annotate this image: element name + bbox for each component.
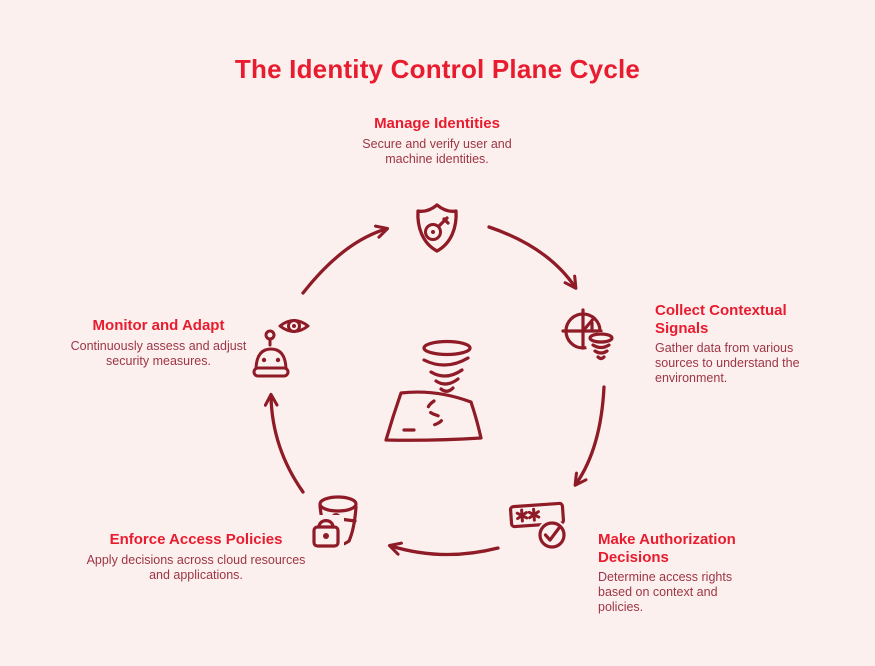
- arrow-manage-to-collect: [487, 225, 575, 287]
- password-check-icon: [505, 494, 575, 556]
- stage-description: Secure and verify user and machine ident…: [362, 136, 512, 166]
- shield-key-icon: [412, 202, 462, 254]
- stage-description: Determine access rights based on context…: [598, 570, 733, 615]
- stage-title: Enforce Access Policies: [109, 531, 283, 548]
- stage-manage-identities: Manage Identities Secure and verify user…: [337, 115, 537, 167]
- arrow-collect-to-decide: [576, 385, 606, 484]
- arrow-monitor-to-manage: [301, 229, 386, 295]
- stage-title: Monitor and Adapt: [92, 317, 225, 334]
- stage-description: Continuously assess and adjust security …: [70, 338, 247, 368]
- stage-collect-contextual-signals: Collect Contextual Signals Gather data f…: [655, 302, 810, 386]
- stage-make-authorization-decisions: Make Authorization Decisions Determine a…: [598, 531, 748, 615]
- stage-description: Apply decisions across cloud resources a…: [86, 552, 306, 582]
- tornado-over-map-icon: [368, 330, 508, 450]
- robot-eye-icon: [250, 312, 312, 378]
- page-title: The Identity Control Plane Cycle: [234, 54, 641, 84]
- arrow-enforce-to-monitor: [271, 396, 305, 494]
- stage-title: Manage Identities: [374, 115, 500, 132]
- globe-funnel-icon: [556, 304, 620, 368]
- bucket-lock-icon: [303, 486, 373, 566]
- stage-description: Gather data from various sources to unde…: [655, 341, 800, 386]
- stage-title: Collect Contextual Signals: [655, 302, 787, 337]
- arrow-decide-to-enforce: [391, 546, 500, 557]
- stage-title: Make Authorization Decisions: [598, 531, 736, 566]
- stage-enforce-access-policies: Enforce Access Policies Apply decisions …: [86, 531, 306, 583]
- stage-monitor-and-adapt: Monitor and Adapt Continuously assess an…: [56, 317, 261, 369]
